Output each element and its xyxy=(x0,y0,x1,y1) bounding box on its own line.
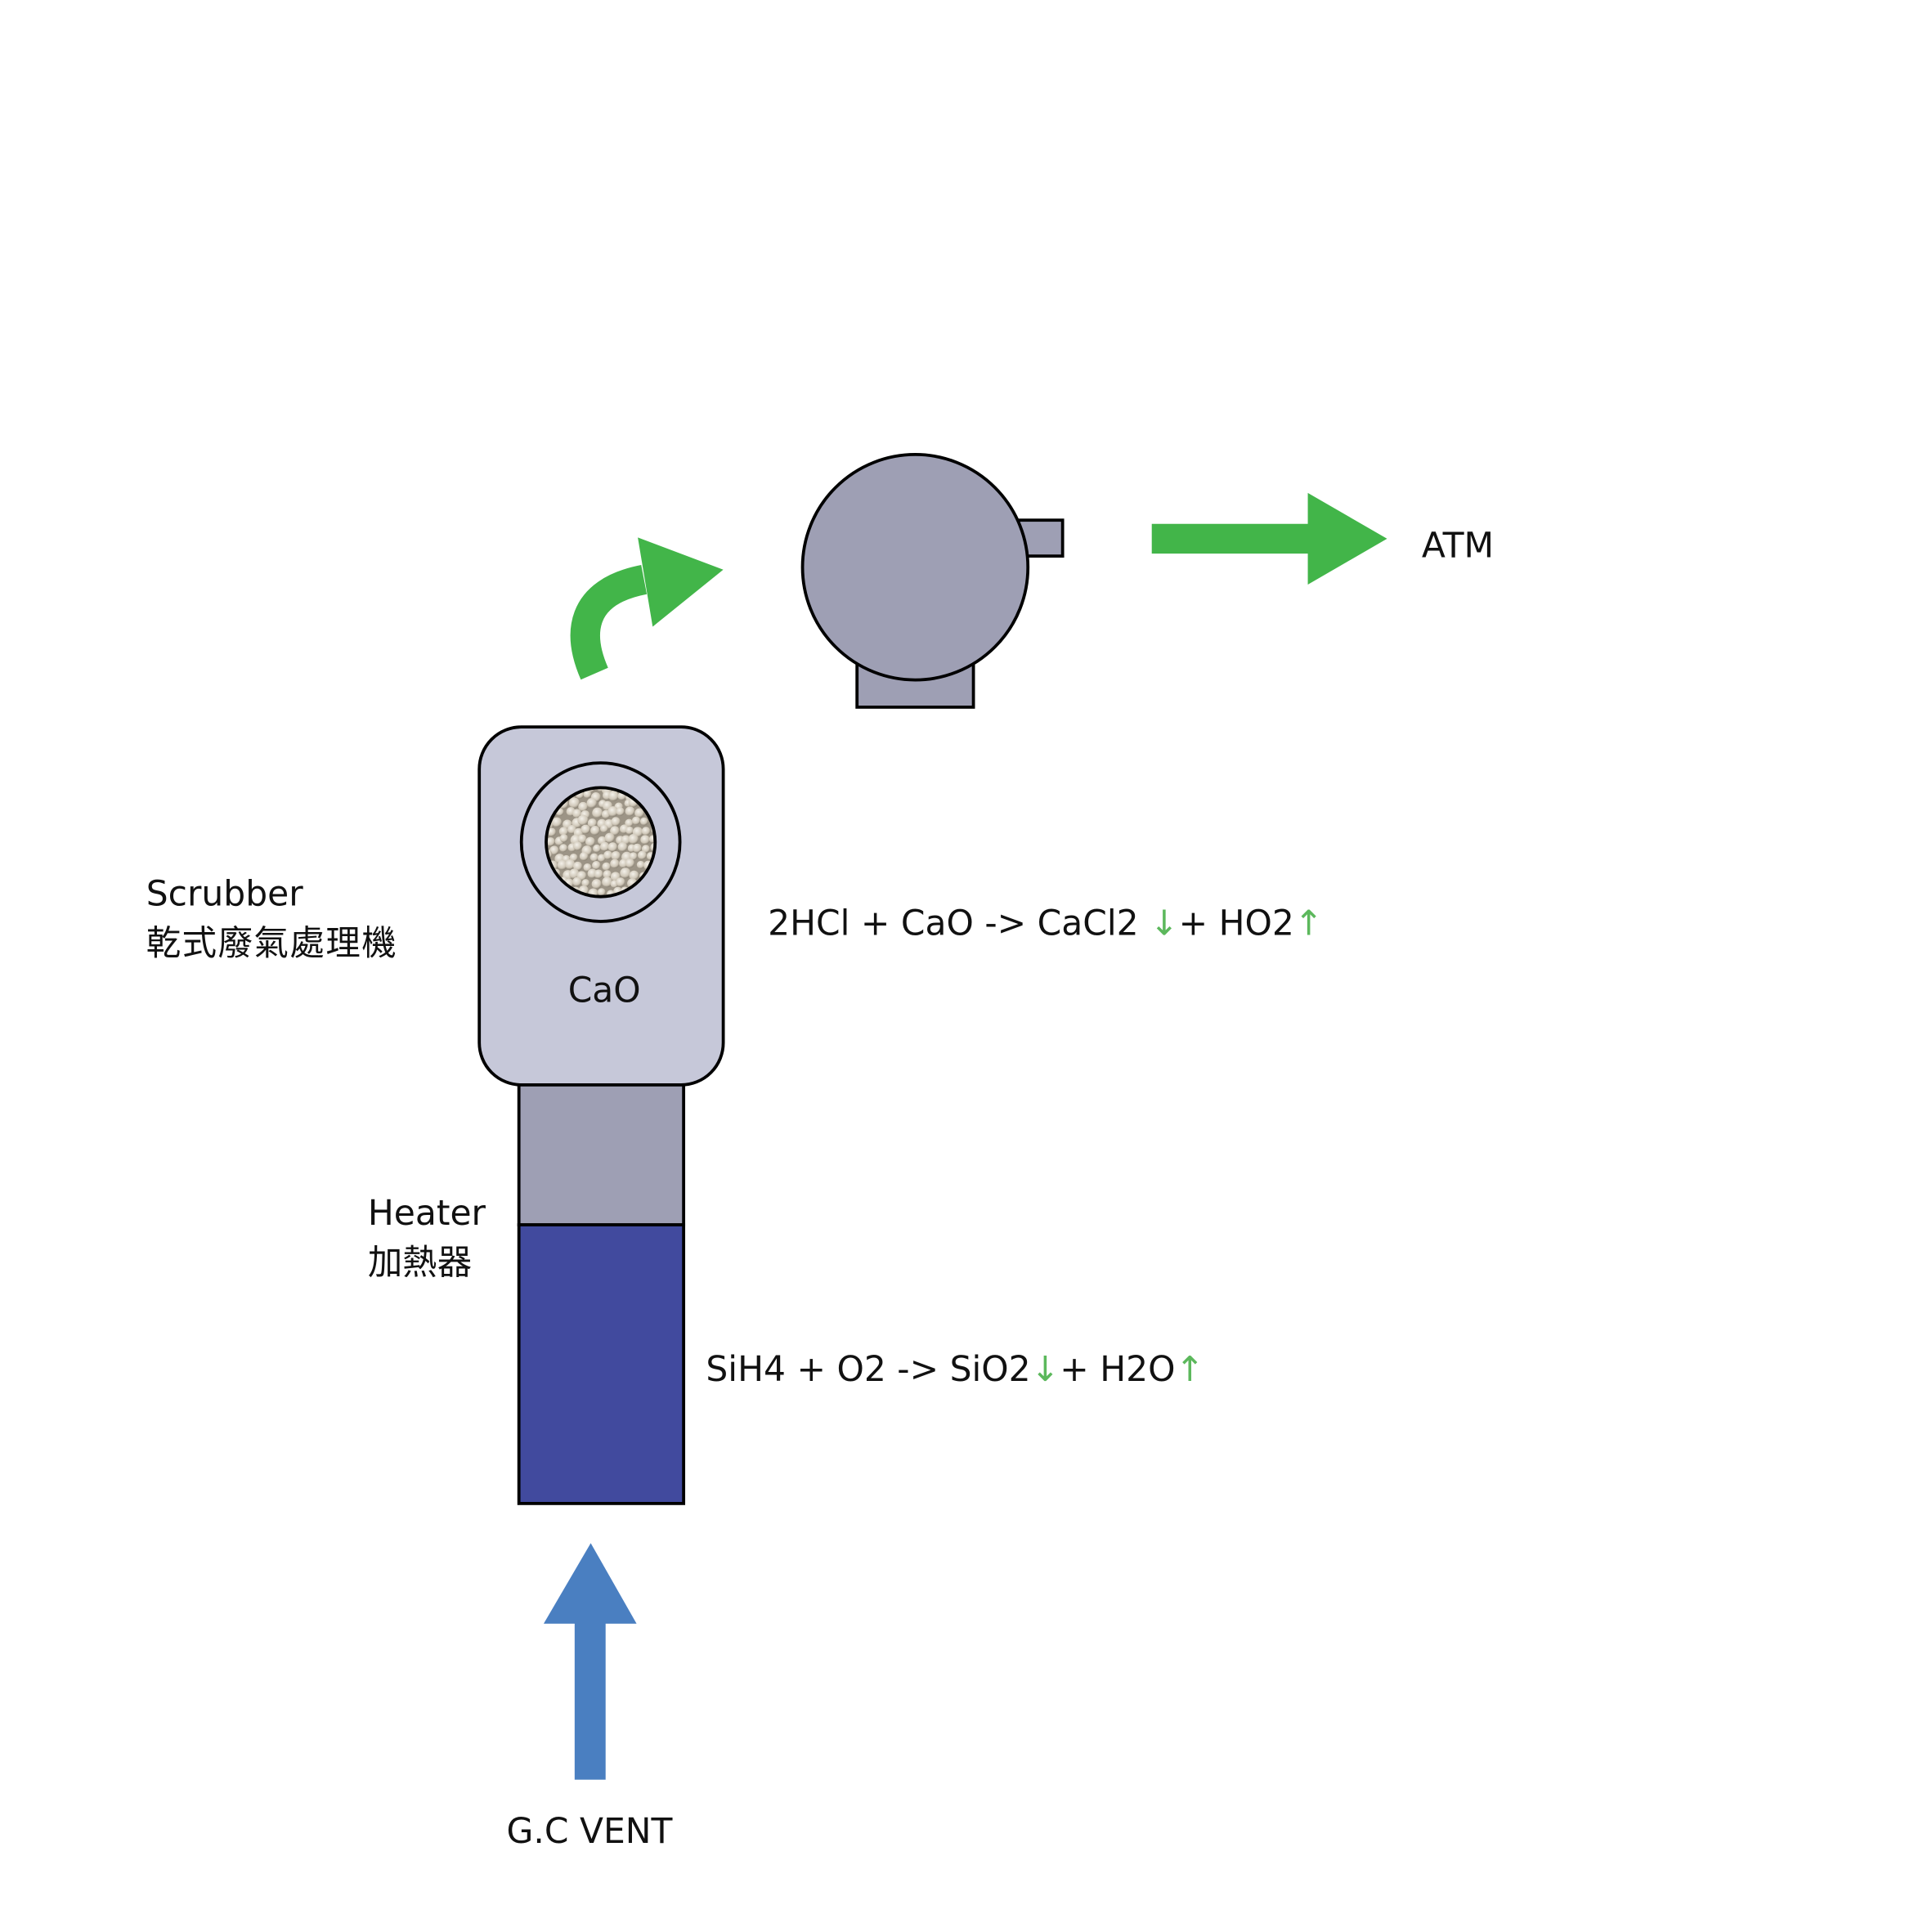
pellet xyxy=(559,844,568,853)
pellet xyxy=(611,850,621,861)
pellet xyxy=(616,877,625,887)
pellet xyxy=(547,827,557,837)
pellet xyxy=(593,844,601,853)
pellet xyxy=(586,798,598,809)
pellet xyxy=(634,808,644,818)
heater-neck xyxy=(517,1083,686,1226)
pellet xyxy=(629,870,639,881)
pellet xyxy=(592,807,603,818)
pellet xyxy=(578,801,589,812)
pellet xyxy=(583,863,592,872)
pellet xyxy=(580,824,590,835)
pellet xyxy=(604,832,615,843)
pellet xyxy=(648,835,656,844)
pellet xyxy=(587,818,597,828)
scrubber: CaO xyxy=(477,725,725,1087)
pellet xyxy=(573,841,583,851)
pellet xyxy=(625,818,634,827)
pellet xyxy=(572,809,582,818)
pellet xyxy=(611,817,621,827)
pellet xyxy=(625,858,635,868)
scrubber-equation: 2HCl + CaO -> CaCl2 ↓+ HO2↑ xyxy=(768,904,1323,944)
pellet xyxy=(573,861,583,872)
pellet xyxy=(628,833,639,845)
pump-body xyxy=(800,453,1030,682)
pellet xyxy=(565,859,576,870)
pellet xyxy=(546,837,555,847)
pellet xyxy=(639,817,648,826)
pellet xyxy=(640,835,650,845)
gc-vent-label: G.C VENT xyxy=(507,1812,674,1852)
curved-flow-arrow-icon xyxy=(570,537,724,680)
scrubber-label: Scrubber xyxy=(146,874,303,914)
pellet xyxy=(581,879,590,887)
pellet xyxy=(569,868,580,879)
pellet xyxy=(631,816,641,825)
pellet xyxy=(600,841,610,852)
pellet xyxy=(636,860,645,869)
pellet xyxy=(638,850,647,860)
pellet xyxy=(625,826,634,835)
pellet xyxy=(632,843,643,854)
pellet xyxy=(549,845,559,855)
pellet xyxy=(602,862,611,872)
pellet xyxy=(603,850,613,860)
heater-label: Heater xyxy=(368,1194,486,1234)
pellet xyxy=(572,876,582,887)
pellet xyxy=(597,854,606,863)
pellet xyxy=(607,842,618,852)
pellet xyxy=(590,826,600,836)
pellet xyxy=(597,888,606,897)
precipitate-down-arrow-icon: ↓ xyxy=(1150,904,1179,944)
pellet xyxy=(594,869,603,879)
pellet xyxy=(607,806,619,818)
inlet-arrow-icon xyxy=(543,1543,637,1780)
pellet xyxy=(610,826,620,836)
pellet xyxy=(625,806,635,817)
pellet xyxy=(602,876,613,888)
precipitate-down-arrow-icon: ↓ xyxy=(1031,1350,1060,1390)
pellet xyxy=(557,859,568,871)
pellet xyxy=(589,853,598,862)
exhaust-arrow-icon xyxy=(1151,492,1387,585)
pellet xyxy=(603,870,612,879)
pellet xyxy=(610,858,620,869)
cao-label: CaO xyxy=(568,970,641,1011)
pellet xyxy=(559,834,568,843)
heater-body xyxy=(517,1223,686,1505)
atm-label: ATM xyxy=(1422,527,1494,567)
pellet xyxy=(585,836,595,847)
pellet xyxy=(608,791,619,801)
pellet xyxy=(568,797,580,809)
pellet xyxy=(583,790,592,799)
pellet xyxy=(579,852,589,861)
pellet xyxy=(617,841,628,852)
heater xyxy=(517,1083,686,1505)
pellet xyxy=(641,845,650,854)
scrubber-label-zh: 乾式廢氣處理機 xyxy=(146,924,397,964)
pellet xyxy=(551,817,563,827)
heater-label-zh: 加熱器 xyxy=(368,1244,472,1284)
pellet xyxy=(558,827,568,836)
pellet xyxy=(577,814,589,826)
gas-up-arrow-icon: ↑ xyxy=(1175,1350,1204,1390)
gas-up-arrow-icon: ↑ xyxy=(1294,904,1324,944)
pump xyxy=(800,453,1065,709)
pellet xyxy=(599,824,608,833)
pellet xyxy=(592,861,601,870)
pellet xyxy=(616,807,625,816)
pellet xyxy=(620,867,631,879)
heater-equation: SiH4 + O2 -> SiO2↓+ H2O↑ xyxy=(706,1350,1204,1390)
pellet xyxy=(629,852,638,861)
pellet xyxy=(641,827,651,836)
pellet xyxy=(577,834,587,844)
pellet xyxy=(591,879,602,890)
